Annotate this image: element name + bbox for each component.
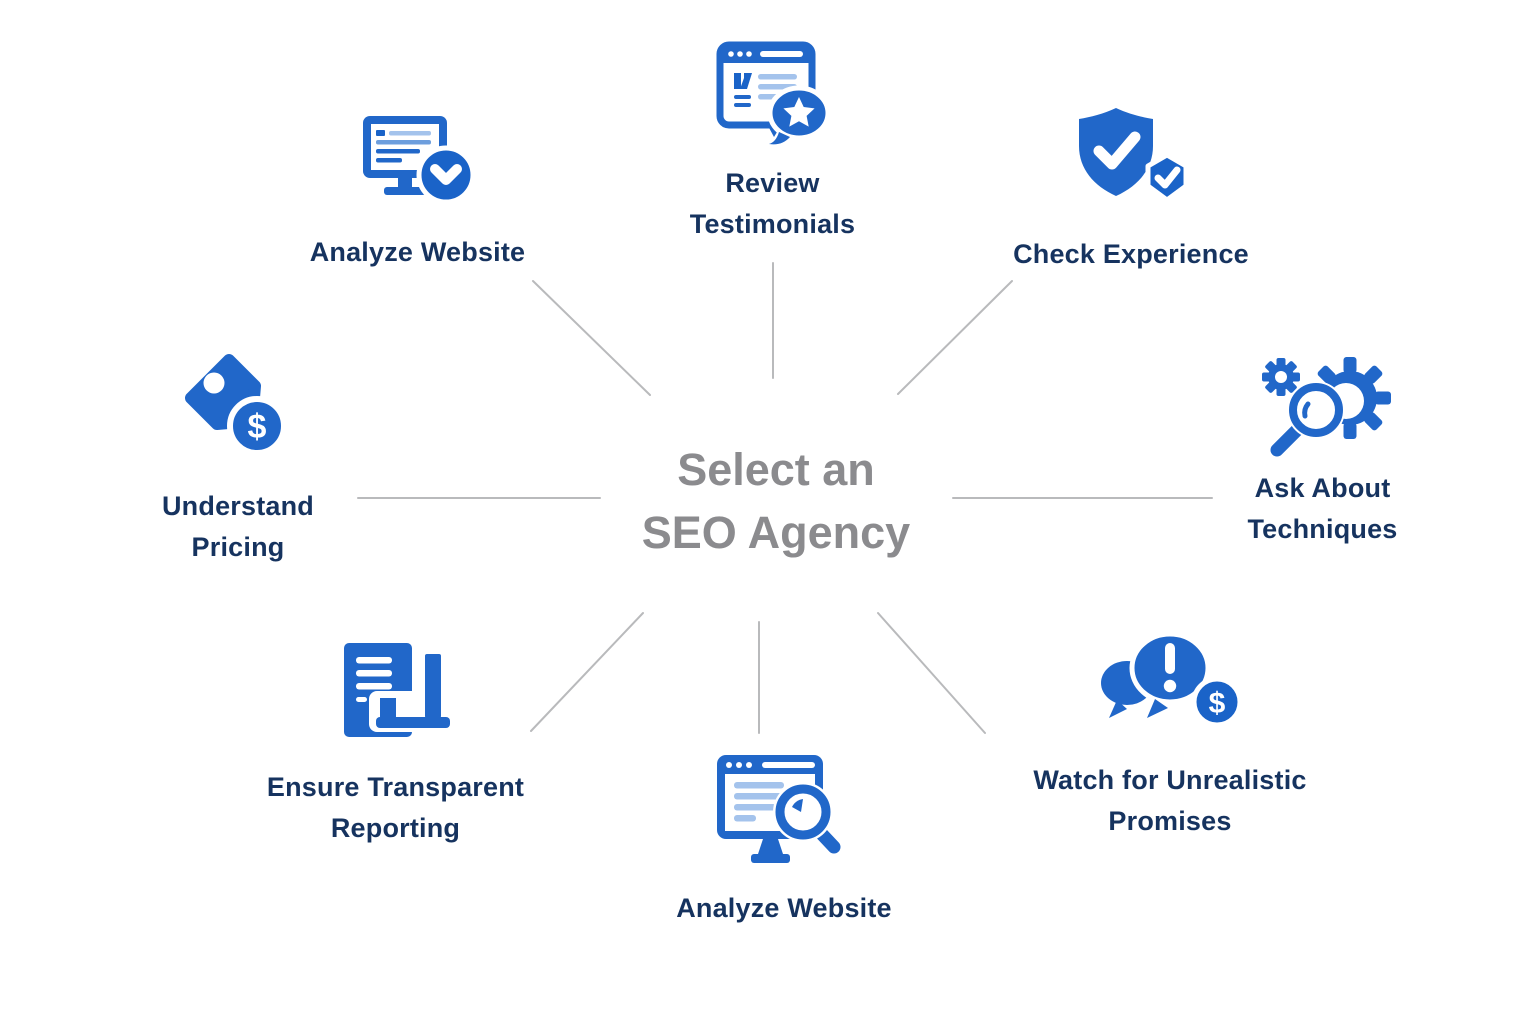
node-label: Watch for Unrealistic	[1033, 765, 1307, 795]
connector-line	[530, 612, 644, 732]
node-label-line2: Promises	[1108, 806, 1232, 836]
node-label: Analyze Website	[676, 893, 892, 923]
node-review-testimonials: Review Testimonials	[640, 40, 905, 245]
node-analyze-website-top: Analyze Website	[255, 113, 580, 273]
node-label: Review	[725, 168, 820, 198]
diagram-title-line2: SEO Agency	[641, 507, 911, 558]
node-label-line2: Techniques	[1247, 514, 1398, 544]
connector-line	[532, 280, 651, 396]
node-label-line2: Reporting	[330, 813, 461, 843]
node-watch-unrealistic-promises: $ Watch for Unrealistic Promises	[975, 620, 1365, 842]
diagram-title-line1: Select an	[677, 444, 875, 495]
node-label: Understand	[161, 491, 315, 521]
diagram-title: Select an SEO Agency	[556, 438, 996, 564]
browser-magnifier-icon	[717, 755, 844, 863]
node-label: Analyze Website	[309, 237, 526, 267]
report-chart-icon	[343, 643, 450, 737]
browser-feedback-icon	[716, 41, 830, 145]
node-label-line2: Pricing	[191, 532, 285, 562]
node-label: Ensure Transparent	[266, 772, 525, 802]
node-understand-pricing: $ Understand Pricing	[118, 350, 358, 568]
gears-magnifier-icon	[1261, 357, 1391, 460]
node-label: Check Experience	[1013, 239, 1249, 269]
node-check-experience: Check Experience	[985, 106, 1277, 275]
price-tag-icon: $	[184, 354, 287, 456]
node-ask-about-techniques: Ask About Techniques	[1185, 348, 1460, 550]
node-label-line2: Testimonials	[689, 209, 856, 239]
connector-line	[877, 612, 986, 734]
svg-text:$: $	[247, 408, 266, 446]
alert-bubble-dollar-icon: $	[1101, 631, 1243, 728]
node-label: Ask About	[1254, 473, 1391, 503]
node-ensure-transparent-reporting: Ensure Transparent Reporting	[218, 640, 573, 849]
node-analyze-website-bottom: Analyze Website	[630, 753, 938, 929]
shield-check-icon	[1079, 108, 1189, 203]
connector-line	[897, 280, 1013, 395]
svg-text:$: $	[1209, 687, 1226, 720]
monitor-check-icon	[362, 116, 475, 205]
